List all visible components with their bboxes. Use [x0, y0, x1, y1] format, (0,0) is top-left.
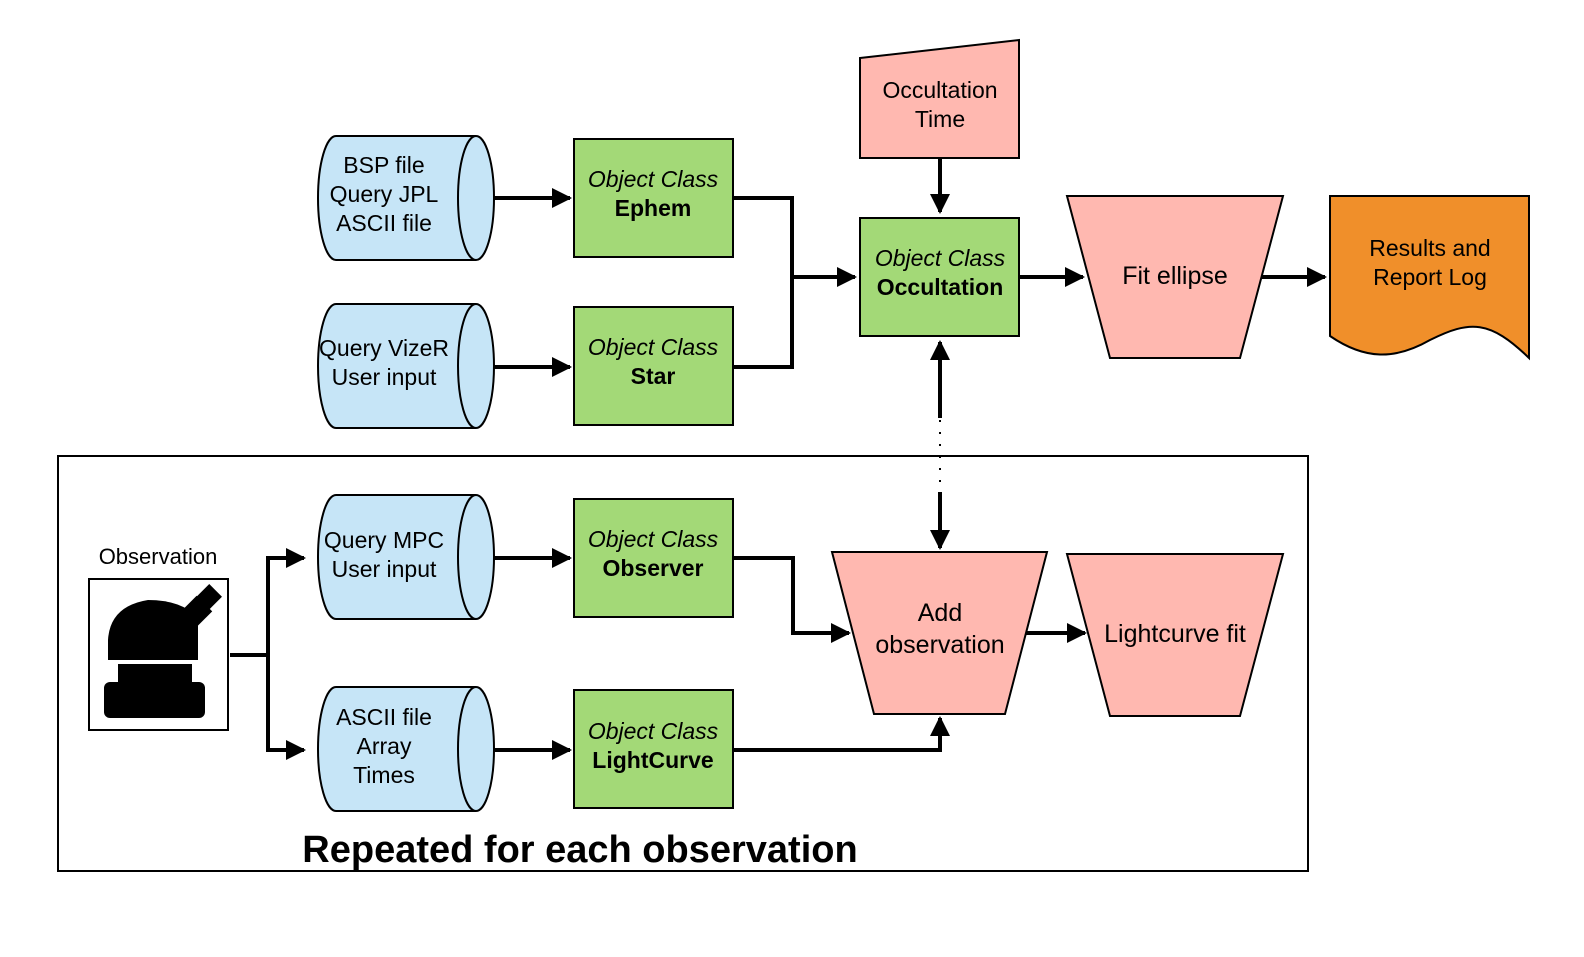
op-fit-ellipse-label: Fit ellipse [1122, 262, 1228, 290]
class-ephem: Object Class Ephem [573, 138, 734, 258]
source-observer: Query MPC User input [317, 494, 495, 620]
repeat-group-frame [57, 455, 1309, 872]
class-lightcurve-prefix: Object Class [588, 718, 719, 744]
source-star-line2: User input [332, 364, 437, 390]
occultation-time-line2: Time [915, 106, 965, 132]
source-ephem-line3: ASCII file [336, 210, 432, 236]
class-observer: Object Class Observer [573, 498, 734, 618]
occultation-time-input: Occultation Time [859, 38, 1020, 159]
class-ephem-name: Ephem [615, 195, 692, 221]
source-lightcurve-line2: Array [357, 733, 412, 759]
source-lightcurve: ASCII file Array Times [317, 686, 495, 812]
op-add-observation: Add observation [830, 551, 1049, 715]
results-line1: Results and [1369, 235, 1490, 261]
source-observer-line2: User input [332, 556, 437, 582]
source-star: Query VizeR User input [317, 303, 495, 429]
class-star-name: Star [631, 363, 676, 389]
class-observer-name: Observer [602, 555, 703, 581]
source-lightcurve-line1: ASCII file [336, 704, 432, 730]
source-lightcurve-line3: Times [353, 762, 415, 788]
class-occultation: Object Class Occultation [859, 217, 1020, 337]
op-add-observation-line2: observation [875, 631, 1004, 659]
class-occultation-prefix: Object Class [875, 245, 1006, 271]
class-lightcurve: Object Class LightCurve [573, 689, 734, 809]
op-fit-ellipse: Fit ellipse [1065, 195, 1285, 359]
results-line2: Report Log [1373, 264, 1487, 290]
connectors [230, 158, 1327, 760]
occultation-time-line1: Occultation [882, 77, 997, 103]
arrow-observation-mpc [230, 548, 306, 657]
arrow-observer-add [733, 556, 851, 643]
source-ephem-line1: BSP file [343, 152, 424, 178]
observation-label: Observation [99, 544, 218, 569]
arrow-ephem-occultation [733, 196, 857, 287]
telescope-icon [104, 584, 222, 718]
source-observer-line1: Query MPC [324, 527, 444, 553]
arrow-lightcurve-add [733, 716, 950, 752]
source-star-line1: Query VizeR [319, 335, 449, 361]
class-ephem-prefix: Object Class [588, 166, 719, 192]
source-ephem-line2: Query JPL [330, 181, 439, 207]
class-occultation-name: Occultation [877, 274, 1004, 300]
class-star-prefix: Object Class [588, 334, 719, 360]
op-add-observation-line1: Add [918, 599, 962, 627]
arrow-observation-ascii [266, 655, 306, 760]
op-lightcurve-fit-label: Lightcurve fit [1104, 620, 1246, 648]
op-lightcurve-fit: Lightcurve fit [1065, 553, 1285, 717]
group-label: Repeated for each observation [302, 829, 857, 871]
source-ephem: BSP file Query JPL ASCII file [317, 135, 495, 261]
results-document: Results and Report Log [1329, 195, 1530, 361]
class-lightcurve-name: LightCurve [592, 747, 713, 773]
class-observer-prefix: Object Class [588, 526, 719, 552]
line-star-occultation [733, 277, 794, 369]
class-star: Object Class Star [573, 306, 734, 426]
